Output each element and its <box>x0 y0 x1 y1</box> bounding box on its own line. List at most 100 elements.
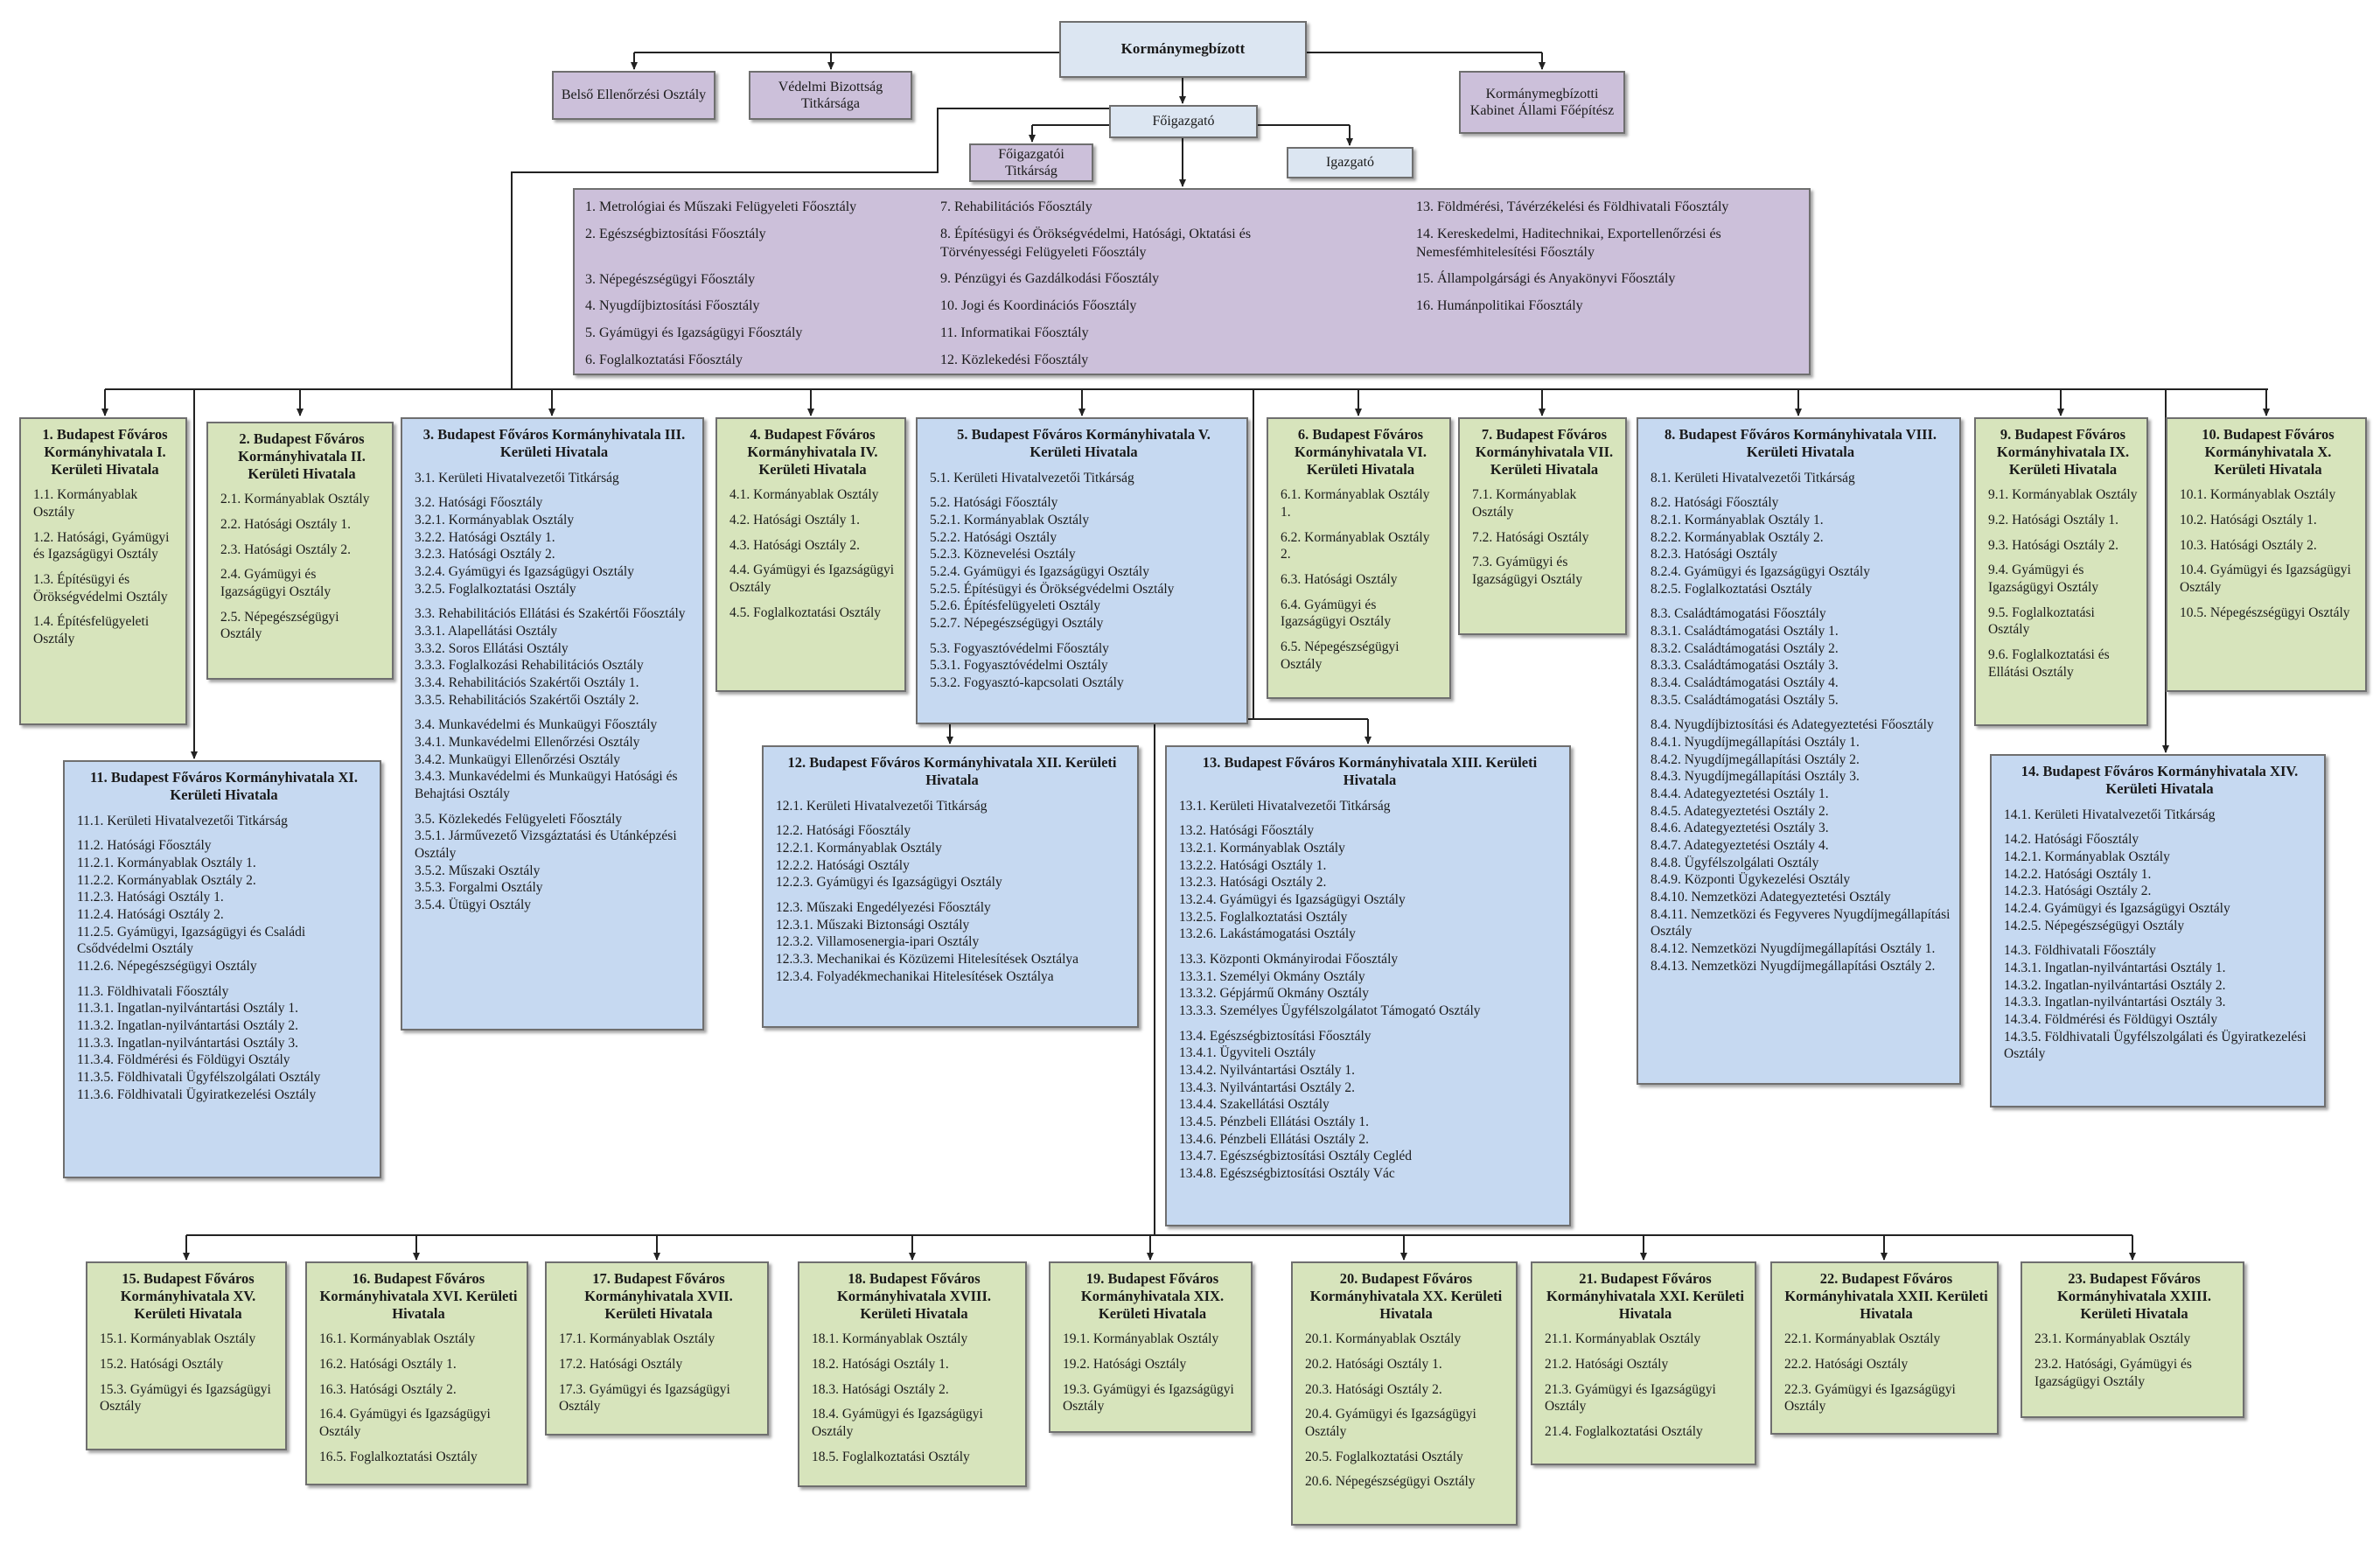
unit-item: 8.3.3. Családtámogatási Osztály 3. <box>1651 658 1839 674</box>
district-box-19: 19. Budapest Főváros Kormányhivatala XIX… <box>1049 1261 1253 1433</box>
unit-item: 8.4.12. Nemzetközi Nyugdíjmegállapítási … <box>1651 941 1936 957</box>
district-title: 11. Budapest Főváros Kormányhivatala XI.… <box>90 769 358 803</box>
unit-group-head: 2.3. Hatósági Osztály 2. <box>220 541 351 557</box>
district-box-6: 6. Budapest Főváros Kormányhivatala VI. … <box>1267 417 1451 699</box>
unit-group-head: 13.3. Központi Okmányirodai Főosztály <box>1179 951 1399 967</box>
unit-item: 8.4.2. Nyugdíjmegállapítási Osztály 2. <box>1651 751 1860 767</box>
unit-group-head: 6.3. Hatósági Osztály <box>1281 572 1398 588</box>
unit-group-head: 6.5. Népegészségügyi Osztály <box>1281 639 1399 672</box>
unit-group-head: 17.1. Kormányablak Osztály <box>559 1331 715 1347</box>
unit-group-head: 22.2. Hatósági Osztály <box>1784 1357 1909 1373</box>
unit-group-head: 20.2. Hatósági Osztály 1. <box>1305 1357 1442 1373</box>
unit-item: 13.4.7. Egészségbiztosítási Osztály Cegl… <box>1179 1149 1413 1164</box>
unit-group-head: 10.4. Gyámügyi és Igazságügyi Osztály <box>2180 562 2351 596</box>
district-box-8: 8. Budapest Főváros Kormányhivatala VIII… <box>1637 417 1961 1085</box>
unit-item: 13.4.8. Egészségbiztosítási Osztály Vác <box>1179 1166 1395 1182</box>
district-box-5: 5. Budapest Főváros Kormányhivatala V. K… <box>916 417 1248 724</box>
unit-item: 13.3.1. Személyi Okmány Osztály <box>1179 968 1365 984</box>
unit-item: 11.2.4. Hatósági Osztály 2. <box>77 906 224 922</box>
unit-group-head: 16.3. Hatósági Osztály 2. <box>319 1381 457 1397</box>
unit-group-head: 7.2. Hatósági Osztály <box>1472 529 1589 545</box>
unit-item: 12.3.2. Villamosenergia-ipari Osztály <box>776 934 980 950</box>
district-units: 20.1. Kormányablak Osztály 20.2. Hatósági… <box>1305 1331 1507 1491</box>
unit-item: 13.2.4. Gyámügyi és Igazságügyi Osztály <box>1179 891 1406 907</box>
unit-item: 13.4.2. Nyilvántartási Osztály 1. <box>1179 1063 1356 1078</box>
unit-item: 3.2.2. Hatósági Osztály 1. <box>415 529 555 545</box>
unit-item: 8.4.9. Központi Ügykezelési Osztály <box>1651 872 1851 888</box>
unit-item: 11.2.1. Kormányablak Osztály 1. <box>77 855 256 870</box>
line-foigazgato-left <box>511 108 1109 389</box>
unit-group-head: 1.4. Építésfelügyeleti Osztály <box>33 614 150 647</box>
unit-group-head: 21.1. Kormányablak Osztály <box>1545 1331 1701 1347</box>
district-title: 4. Budapest Főváros Kormányhivatala IV. … <box>747 426 878 478</box>
unit-item: 3.3.2. Soros Ellátási Osztály <box>415 640 569 656</box>
district-title: 12. Budapest Főváros Kormányhivatala XII… <box>787 754 1117 788</box>
unit-group-head: 8.3. Családtámogatási Főosztály <box>1651 606 1826 622</box>
igazgato-label: Igazgató <box>1325 155 1375 171</box>
unit-group-head: 18.3. Hatósági Osztály 2. <box>812 1381 949 1397</box>
district-title: 7. Budapest Főváros Kormányhivatala VII.… <box>1475 426 1614 478</box>
unit-item: 12.3.4. Folyadékmechanikai Hitelesítések… <box>776 968 1054 984</box>
unit-group-head: 23.1. Kormányablak Osztály <box>2035 1331 2191 1347</box>
unit-item: 12.3.1. Műszaki Biztonsági Osztály <box>776 917 970 933</box>
unit-group-head: 10.2. Hatósági Osztály 1. <box>2180 513 2317 528</box>
unit-item: 3.5.3. Forgalmi Osztály <box>415 880 543 896</box>
unit-item: 13.2.2. Hatósági Osztály 1. <box>1179 857 1327 873</box>
foosztaly-item: 12. Közlekedési Főosztály <box>940 352 1089 367</box>
unit-item: 3.5.1. Járművezető Vizsgáztatási és Után… <box>415 828 677 862</box>
unit-item: 8.2.3. Hatósági Osztály <box>1651 547 1778 562</box>
district-box-11: 11. Budapest Főváros Kormányhivatala XI.… <box>63 760 381 1178</box>
unit-item: 3.2.1. Kormányablak Osztály <box>415 512 575 527</box>
unit-group-head: 13.2. Hatósági Főosztály <box>1179 823 1315 839</box>
unit-group-head: 21.3. Gyámügyi és Igazságügyi Osztály <box>1545 1381 1716 1415</box>
unit-item: 13.4.5. Pénzbeli Ellátási Osztály 1. <box>1179 1114 1369 1130</box>
unit-group-head: 20.1. Kormányablak Osztály <box>1305 1331 1462 1347</box>
unit-group-head: 3.5. Közlekedés Felügyeleti Főosztály <box>415 811 623 827</box>
unit-group-head: 1.2. Hatósági, Gyámügyi és Igazságügyi O… <box>33 529 170 562</box>
unit-item: 8.4.11. Nemzetközi és Fegyveres Nyugdíjm… <box>1651 906 1951 940</box>
unit-group-head: 18.4. Gyámügyi és Igazságügyi Osztály <box>812 1407 983 1440</box>
unit-item: 3.3.3. Foglalkozási Rehabilitációs Osztá… <box>415 658 644 674</box>
kabinet-box: Kormánymegbízotti Kabinet Állami Főépíté… <box>1459 71 1625 134</box>
unit-group-head: 11.1. Kerületi Hivatalvezetői Titkárság <box>77 813 288 828</box>
district-title: 8. Budapest Főváros Kormányhivatala VIII… <box>1664 426 1937 460</box>
district-box-1: 1. Budapest Főváros Kormányhivatala I. K… <box>19 417 187 725</box>
unit-group-head: 12.2. Hatósági Főosztály <box>776 823 911 839</box>
unit-item: 11.3.4. Földmérési és Földügyi Osztály <box>77 1052 290 1068</box>
district-title: 16. Budapest Főváros Kormányhivatala XVI… <box>319 1270 518 1322</box>
unit-group-head: 7.3. Gyámügyi és Igazságügyi Osztály <box>1472 555 1583 588</box>
unit-group-head: 18.5. Foglalkoztatási Osztály <box>812 1449 970 1464</box>
district-title: 9. Budapest Főváros Kormányhivatala IX. … <box>1996 426 2130 478</box>
district-title: 19. Budapest Főváros Kormányhivatala XIX… <box>1080 1270 1225 1322</box>
unit-group-head: 9.5. Foglalkoztatási Osztály <box>1988 604 2095 638</box>
unit-group-head: 11.2. Hatósági Főosztály <box>77 838 212 854</box>
foosztaly-item: 2. Egészségbiztosítási Főosztály <box>585 226 766 241</box>
district-title: 18. Budapest Főváros Kormányhivatala XVI… <box>836 1270 991 1322</box>
unit-item: 3.2.4. Gyámügyi és Igazságügyi Osztály <box>415 563 634 579</box>
unit-group-head: 10.3. Hatósági Osztály 2. <box>2180 537 2317 553</box>
unit-group-head: 15.1. Kormányablak Osztály <box>100 1331 256 1347</box>
unit-group-head: 2.5. Népegészségügyi Osztály <box>220 609 339 642</box>
foigazgatoi-titkarsag-label: Főigazgatói Titkárság <box>998 146 1064 178</box>
unit-group-head: 1.1. Kormányablak Osztály <box>33 487 138 520</box>
unit-group-head: 19.3. Gyámügyi és Igazságügyi Osztály <box>1063 1381 1234 1415</box>
unit-item: 13.3.3. Személyes Ügyfélszolgálatot Támo… <box>1179 1003 1481 1018</box>
vedelmi-bizottsag-box: Védelmi Bizottság Titkársága <box>749 71 912 120</box>
foosztaly-item: 8. Építésügyi és Örökségvédelmi, Hatóság… <box>940 226 1252 260</box>
unit-item: 8.2.1. Kormányablak Osztály 1. <box>1651 512 1824 527</box>
unit-item: 8.4.8. Ügyfélszolgálati Osztály <box>1651 855 1819 870</box>
district-units: 6.1. Kormányablak Osztály 1.6.2. Kormány… <box>1281 486 1441 673</box>
unit-item: 3.5.2. Műszaki Osztály <box>415 863 541 878</box>
unit-group-head: 4.5. Foglalkoztatási Osztály <box>729 604 882 620</box>
unit-item: 8.4.5. Adategyeztetési Osztály 2. <box>1651 803 1829 819</box>
unit-item: 5.2.7. Népegészségügyi Osztály <box>930 615 1104 631</box>
unit-item: 11.2.6. Népegészségügyi Osztály <box>77 958 257 974</box>
